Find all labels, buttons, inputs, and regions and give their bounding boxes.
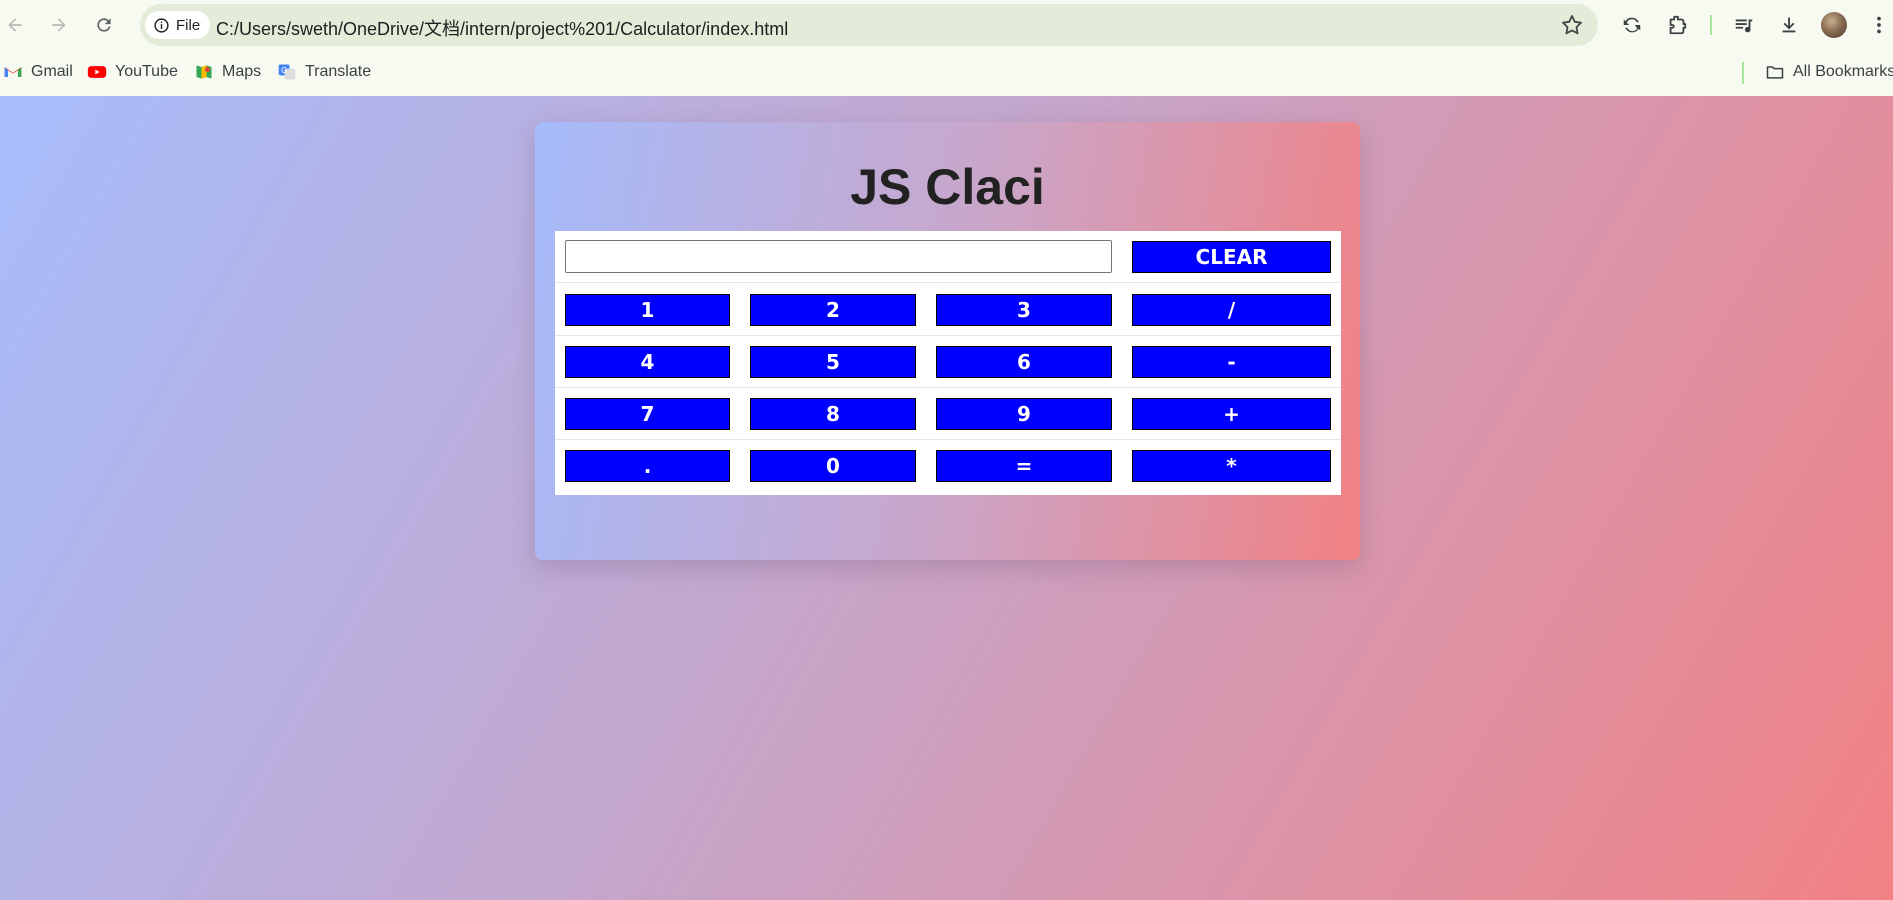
url-text[interactable]: C:/Users/sweth/OneDrive/文档/intern/projec…	[216, 19, 789, 39]
bookmark-star-icon[interactable]	[1560, 13, 1584, 37]
extensions-icon[interactable]	[1664, 12, 1690, 38]
reload-icon[interactable]	[89, 10, 119, 40]
bookmarks-bar: Gmail YouTube Maps G Translate All Bookm…	[0, 50, 1893, 96]
bookmark-translate[interactable]: G Translate	[277, 62, 371, 82]
key-4-button[interactable]: 4	[565, 346, 730, 378]
subtract-button[interactable]: -	[1132, 346, 1331, 378]
keypad-row: 4 5 6 -	[555, 336, 1341, 388]
multiply-button[interactable]: *	[1132, 450, 1331, 482]
forward-icon[interactable]	[44, 10, 74, 40]
gmail-icon	[4, 67, 22, 77]
file-chip-label: File	[176, 16, 201, 34]
keypad-row: . 0 = *	[555, 440, 1341, 492]
equals-button[interactable]: =	[936, 450, 1112, 482]
bookmark-maps[interactable]: Maps	[194, 62, 261, 82]
keypad-row: 7 8 9 +	[555, 388, 1341, 440]
clear-button[interactable]: CLEAR	[1132, 241, 1331, 273]
toolbar-divider	[1710, 15, 1712, 35]
key-8-button[interactable]: 8	[750, 398, 916, 430]
page-title: JS Claci	[850, 159, 1045, 215]
add-button[interactable]: +	[1132, 398, 1331, 430]
svg-text:G: G	[281, 66, 287, 75]
bookmark-youtube[interactable]: YouTube	[87, 62, 178, 82]
key-0-button[interactable]: 0	[750, 450, 916, 482]
bookmark-label: YouTube	[115, 63, 178, 80]
key-9-button[interactable]: 9	[936, 398, 1112, 430]
download-icon[interactable]	[1776, 12, 1802, 38]
browser-toolbar: File C:/Users/sweth/OneDrive/文档/intern/p…	[0, 0, 1893, 50]
youtube-icon	[87, 66, 107, 78]
key-6-button[interactable]: 6	[936, 346, 1112, 378]
site-info-chip[interactable]: File	[145, 11, 211, 39]
bookmark-label: Gmail	[31, 63, 73, 80]
calculator-table: CLEAR 1 2 3 / 4 5 6 - 7 8 9 + .	[555, 231, 1341, 495]
calculator-display[interactable]	[565, 240, 1112, 273]
back-icon[interactable]	[0, 10, 30, 40]
maps-icon	[196, 65, 212, 79]
profile-avatar[interactable]	[1821, 12, 1847, 38]
divide-button[interactable]: /	[1132, 294, 1331, 326]
page-background: JS Claci CLEAR 1 2 3 / 4 5 6 - 7 8 9	[0, 96, 1893, 900]
media-queue-icon[interactable]	[1731, 12, 1757, 38]
info-icon	[154, 17, 169, 33]
key-7-button[interactable]: 7	[565, 398, 730, 430]
keypad-row: 1 2 3 /	[555, 284, 1341, 336]
display-row: CLEAR	[555, 231, 1341, 283]
key-2-button[interactable]: 2	[750, 294, 916, 326]
bookmark-gmail[interactable]: Gmail	[3, 62, 73, 82]
all-bookmarks[interactable]: All Bookmarks	[1765, 62, 1893, 82]
calculator-card: JS Claci CLEAR 1 2 3 / 4 5 6 - 7 8 9	[535, 122, 1360, 560]
bookmark-label: Maps	[222, 63, 262, 80]
all-bookmarks-label: All Bookmarks	[1793, 63, 1893, 80]
key-5-button[interactable]: 5	[750, 346, 916, 378]
translate-icon: G	[278, 64, 296, 80]
more-menu-icon[interactable]	[1866, 12, 1892, 38]
bookmarks-divider	[1742, 62, 1744, 84]
bookmark-label: Translate	[305, 63, 372, 80]
address-bar[interactable]: File C:/Users/sweth/OneDrive/文档/intern/p…	[140, 4, 1598, 46]
key-3-button[interactable]: 3	[936, 294, 1112, 326]
folder-icon	[1766, 66, 1784, 79]
decimal-button[interactable]: .	[565, 450, 730, 482]
sync-icon[interactable]	[1619, 12, 1645, 38]
key-1-button[interactable]: 1	[565, 294, 730, 326]
